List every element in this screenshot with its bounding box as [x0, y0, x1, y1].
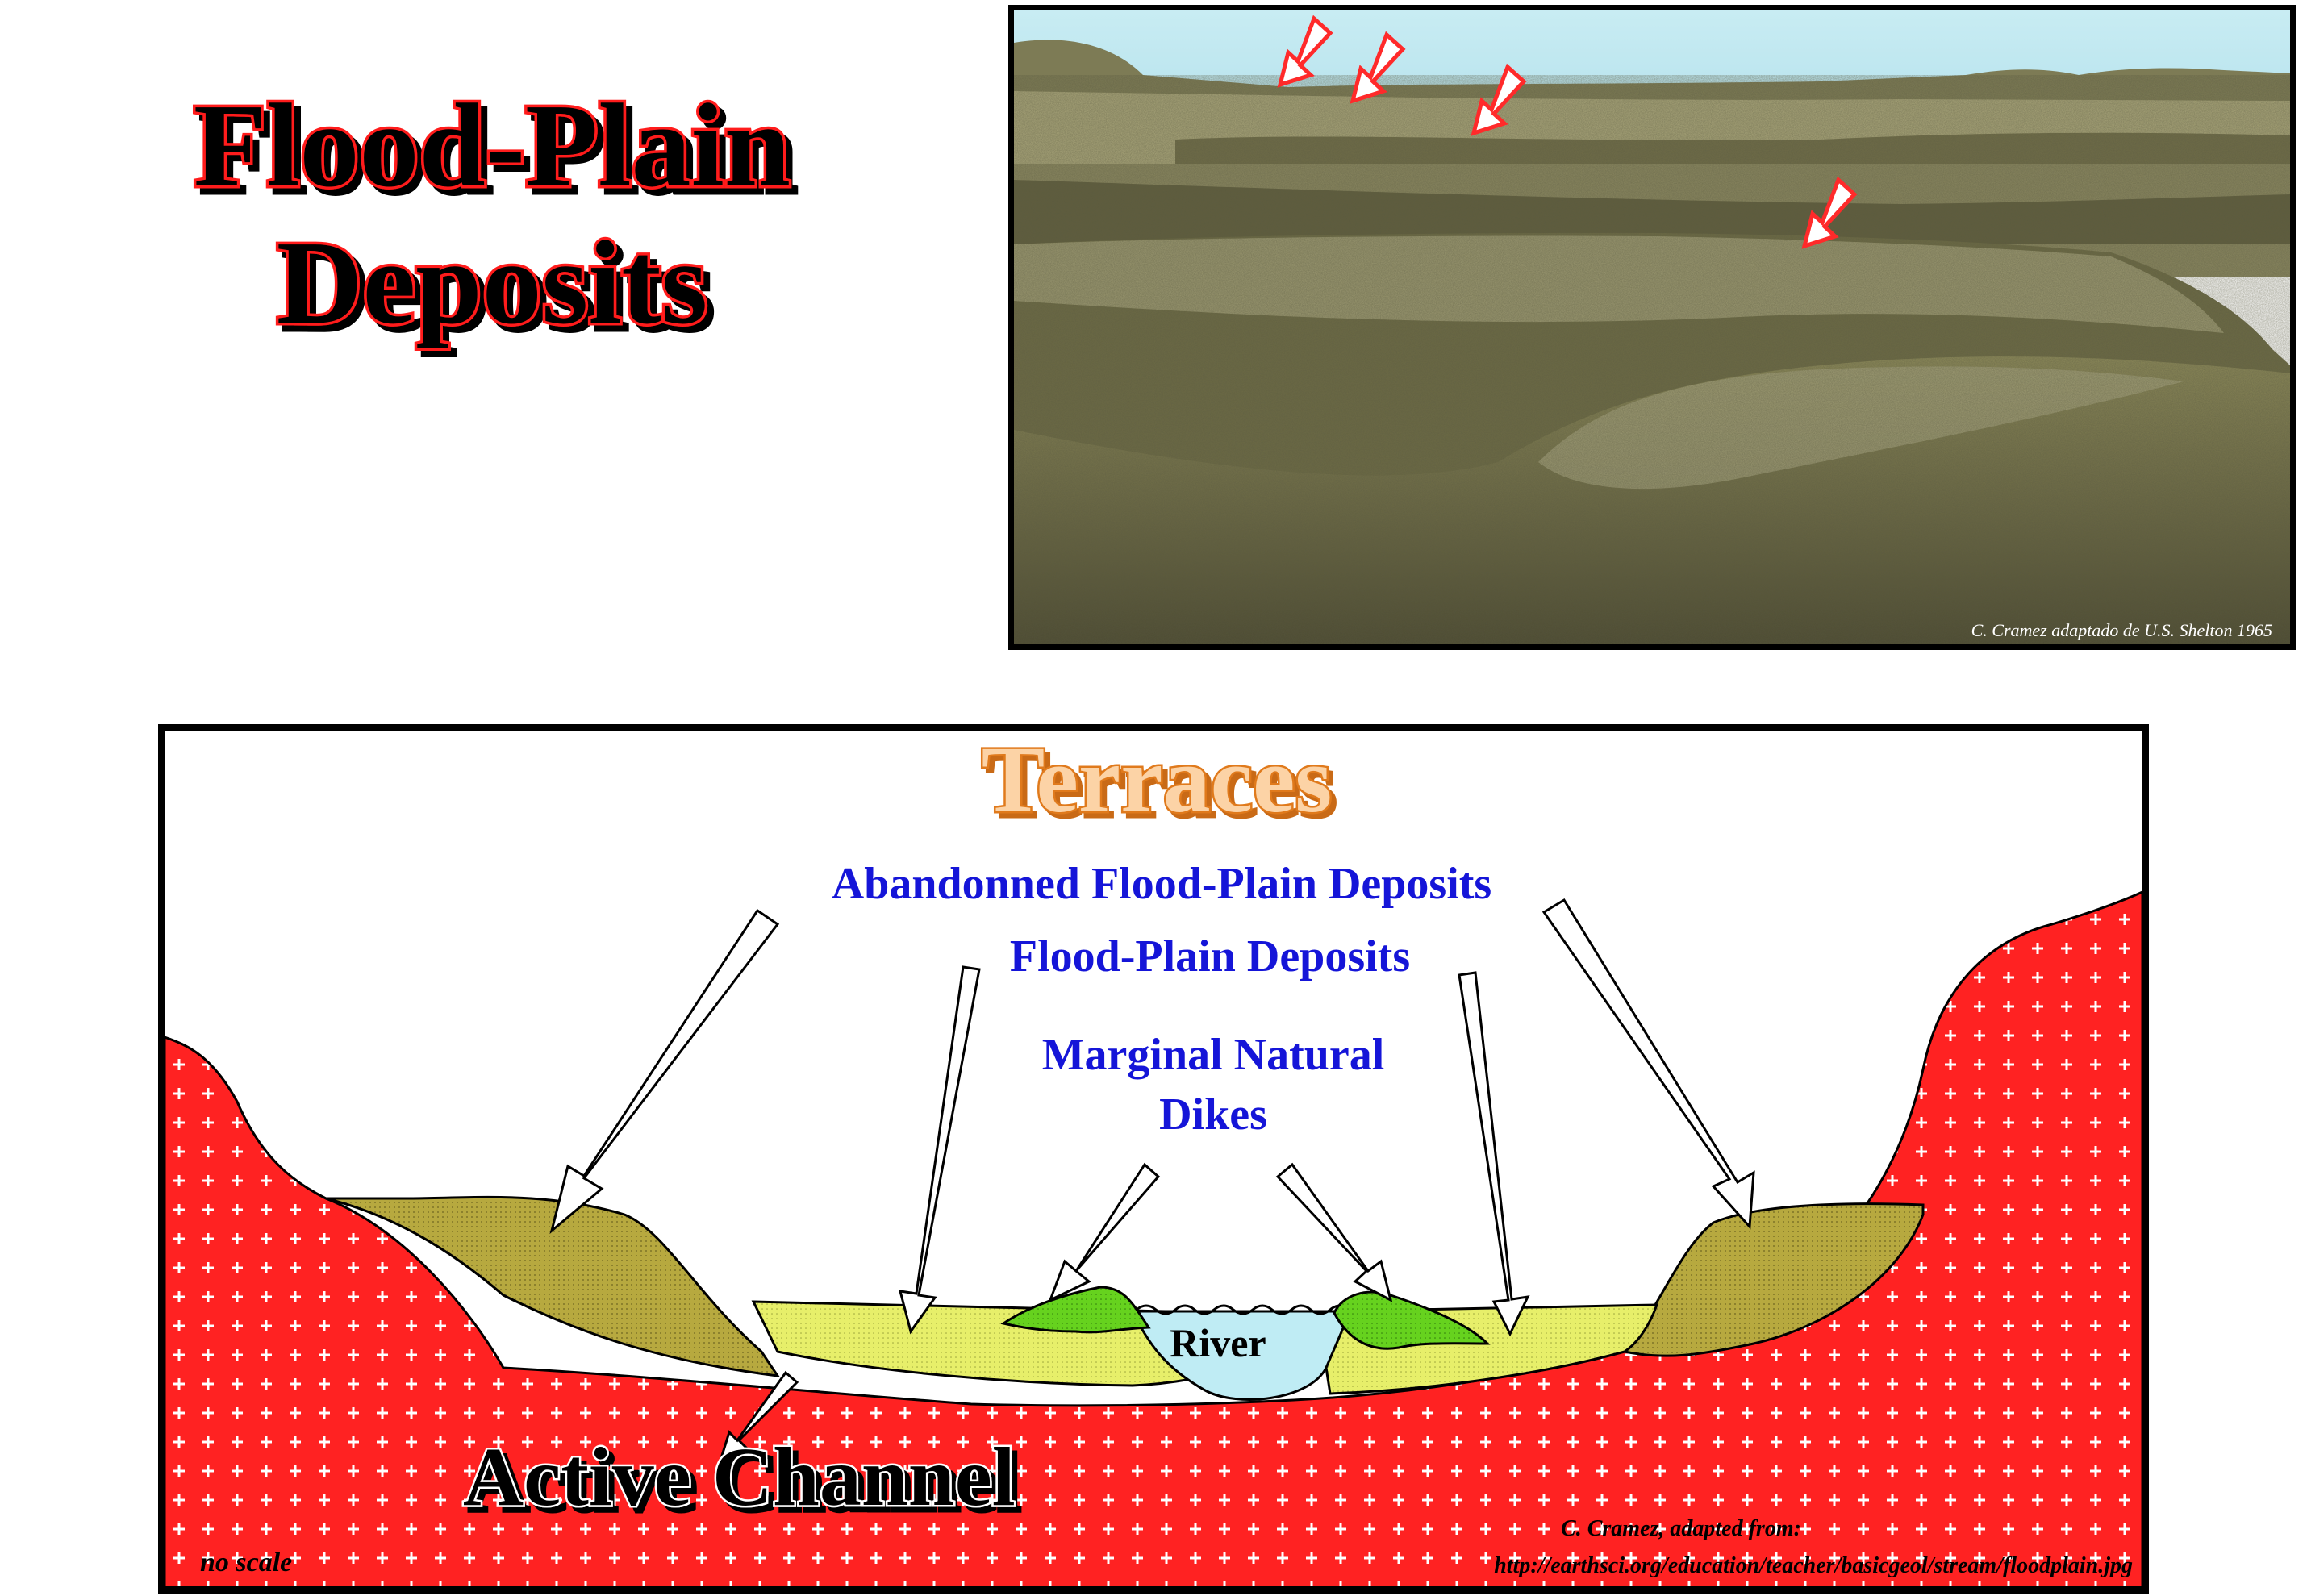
- terrace-left: [325, 1195, 781, 1377]
- pointer-arrows: [549, 898, 1755, 1461]
- river: [1130, 1310, 1353, 1401]
- title-line-2: Deposits: [277, 217, 707, 349]
- pointer-arrow-icon: [1048, 1162, 1161, 1302]
- diagram-credit-line-2: http://earthsci.org/education/teacher/ba…: [1494, 1553, 2133, 1578]
- diagram-panel: Terraces Abandonned Flood-Plain Deposits…: [158, 724, 2149, 1594]
- pointer-arrow-icon: [549, 908, 780, 1235]
- label-active-channel: Active Channel: [463, 1431, 1016, 1523]
- terrace-right: [1622, 1202, 1925, 1357]
- photo-arrows: [1277, 15, 1858, 249]
- red-arrow-icon: [1350, 31, 1406, 104]
- label-natural-dikes-line-2: Dikes: [1159, 1090, 1267, 1140]
- diagram-credit-line-1: C. Cramez, adapted from:: [1561, 1516, 1801, 1541]
- label-natural-dikes-line-1: Marginal Natural: [1042, 1030, 1385, 1080]
- pointer-arrow-icon: [1275, 1162, 1393, 1302]
- label-abandoned-floodplain: Abandonned Flood-Plain Deposits: [832, 859, 1491, 909]
- red-arrow-icon: [1277, 15, 1333, 88]
- label-river: River: [1170, 1320, 1266, 1365]
- photo-credit: C. Cramez adaptado de U.S. Shelton 1965: [1971, 620, 2272, 640]
- label-no-scale: no scale: [200, 1548, 292, 1577]
- label-floodplain-deposits: Flood-Plain Deposits: [1010, 931, 1410, 981]
- diagram-heading: Terraces: [982, 731, 1333, 832]
- page-title: Flood-Plain Deposits: [190, 81, 793, 352]
- pointer-arrow-icon: [1458, 971, 1530, 1337]
- dike-left: [1000, 1286, 1151, 1334]
- landscape-photo: C. Cramez adaptado de U.S. Shelton 1965: [1014, 10, 2290, 644]
- floodplain-cross-section: Terraces Abandonned Flood-Plain Deposits…: [165, 731, 2142, 1587]
- red-arrow-icon: [1471, 63, 1527, 136]
- pointer-arrow-icon: [1541, 898, 1755, 1230]
- pointer-arrow-icon: [898, 965, 981, 1335]
- title-line-1: Flood-Plain: [194, 81, 791, 212]
- red-arrow-icon: [1801, 176, 1858, 249]
- river-surface-wave: [1136, 1304, 1350, 1315]
- pointer-arrow-icon: [719, 1370, 799, 1461]
- photo-panel: C. Cramez adaptado de U.S. Shelton 1965: [1008, 5, 2296, 650]
